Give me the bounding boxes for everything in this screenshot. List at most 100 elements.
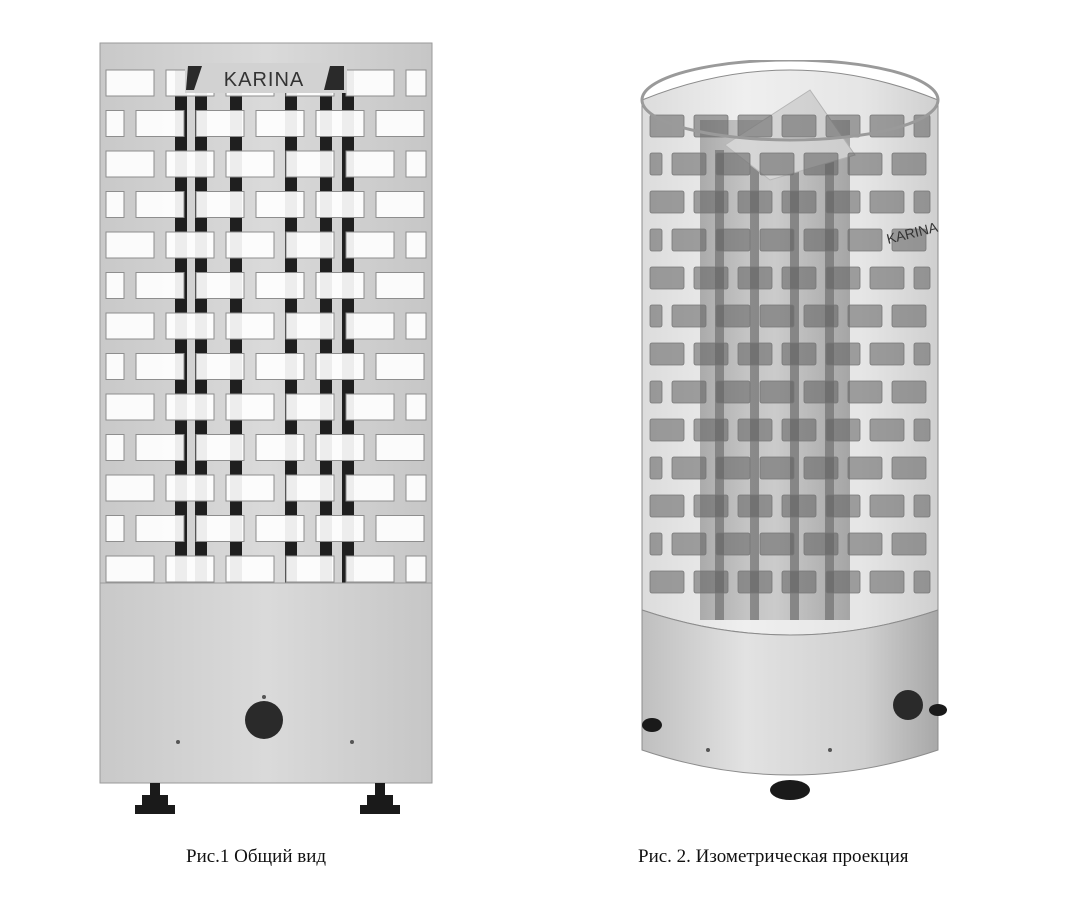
cage-opening: [671, 304, 707, 328]
grille-opening: [405, 312, 427, 340]
grille-opening: [375, 353, 425, 380]
cage-opening: [715, 380, 751, 404]
cage-opening: [847, 304, 883, 328]
grille-opening: [195, 191, 245, 218]
grille-opening: [225, 231, 275, 259]
cage-opening: [803, 228, 839, 252]
grille-opening: [315, 353, 365, 380]
grille-opening: [345, 555, 395, 583]
base-body: [99, 582, 433, 784]
cage-opening: [891, 304, 927, 328]
cage-opening: [649, 152, 663, 176]
cage-opening: [847, 152, 883, 176]
cage-opening: [913, 418, 931, 442]
cage-opening: [803, 152, 839, 176]
cage-opening: [693, 418, 729, 442]
cage-opening: [649, 266, 685, 290]
figure-front-view: KARINA: [80, 30, 460, 830]
grille-opening: [225, 393, 275, 421]
grille-opening: [105, 393, 155, 421]
cage-opening: [913, 570, 931, 594]
grille-opening: [135, 353, 185, 380]
grille-opening: [105, 555, 155, 583]
grille-opening: [105, 110, 125, 137]
grille-opening: [195, 110, 245, 137]
cage-opening: [891, 380, 927, 404]
grille-opening: [375, 434, 425, 461]
base-cylinder: [641, 609, 939, 776]
grille-opening: [225, 150, 275, 178]
grille-opening: [135, 434, 185, 461]
cage-opening: [825, 494, 861, 518]
grille-opening: [255, 434, 305, 461]
cage-opening: [759, 456, 795, 480]
grille-opening: [105, 191, 125, 218]
grille-opening: [255, 353, 305, 380]
grille-opening: [105, 150, 155, 178]
grille-opening: [315, 434, 365, 461]
cage-opening: [737, 570, 773, 594]
grille-opening: [255, 272, 305, 299]
cage-opening: [715, 152, 751, 176]
grille-opening: [105, 69, 155, 97]
cage-opening: [869, 418, 905, 442]
cage-opening: [671, 228, 707, 252]
cage-opening: [759, 152, 795, 176]
grille-opening: [165, 555, 215, 583]
cage-opening: [671, 380, 707, 404]
grille-opening: [165, 231, 215, 259]
cage-opening: [913, 190, 931, 214]
cage-opening: [847, 532, 883, 556]
grille-opening: [225, 555, 275, 583]
grille-opening: [225, 312, 275, 340]
cage-opening: [737, 494, 773, 518]
cage-opening: [649, 380, 663, 404]
front-view-drawing: KARINA: [99, 42, 433, 814]
feet: [135, 783, 400, 814]
cage-opening: [671, 532, 707, 556]
grille-opening: [345, 312, 395, 340]
control-knob: [245, 701, 283, 739]
figure-2-caption: Рис. 2. Изометрическая проекция: [638, 846, 909, 867]
cage-opening: [715, 532, 751, 556]
grille-opening: [135, 272, 185, 299]
cage-opening: [781, 570, 817, 594]
grille-opening: [255, 191, 305, 218]
cage-opening: [803, 456, 839, 480]
cage-opening: [737, 190, 773, 214]
grille-opening: [405, 393, 427, 421]
cage-opening: [825, 266, 861, 290]
grille-opening: [345, 69, 395, 97]
grille-opening: [285, 312, 335, 340]
cage-opening: [759, 380, 795, 404]
grille-opening: [105, 474, 155, 502]
grille-opening: [105, 434, 125, 461]
grille-opening: [135, 191, 185, 218]
cage-opening: [671, 152, 707, 176]
grille-opening: [315, 515, 365, 542]
cage-opening: [825, 418, 861, 442]
cage-opening: [803, 532, 839, 556]
cage-opening: [649, 570, 685, 594]
brand-plate: [185, 63, 347, 93]
grille-opening: [105, 353, 125, 380]
cage-opening: [913, 494, 931, 518]
cage-opening: [715, 456, 751, 480]
grille-opening: [285, 231, 335, 259]
cage-opening: [781, 190, 817, 214]
grille-opening: [405, 231, 427, 259]
grille-opening: [405, 474, 427, 502]
grille-opening: [135, 515, 185, 542]
cage-opening: [913, 266, 931, 290]
grille-opening: [315, 272, 365, 299]
cage-opening: [737, 266, 773, 290]
cage-opening: [759, 304, 795, 328]
cage-opening: [781, 418, 817, 442]
grille-opening: [345, 474, 395, 502]
cage-opening: [891, 152, 927, 176]
cage-opening: [847, 456, 883, 480]
grille-opening: [255, 110, 305, 137]
cage-opening: [649, 342, 685, 366]
cage-opening: [649, 418, 685, 442]
cage-opening: [671, 456, 707, 480]
